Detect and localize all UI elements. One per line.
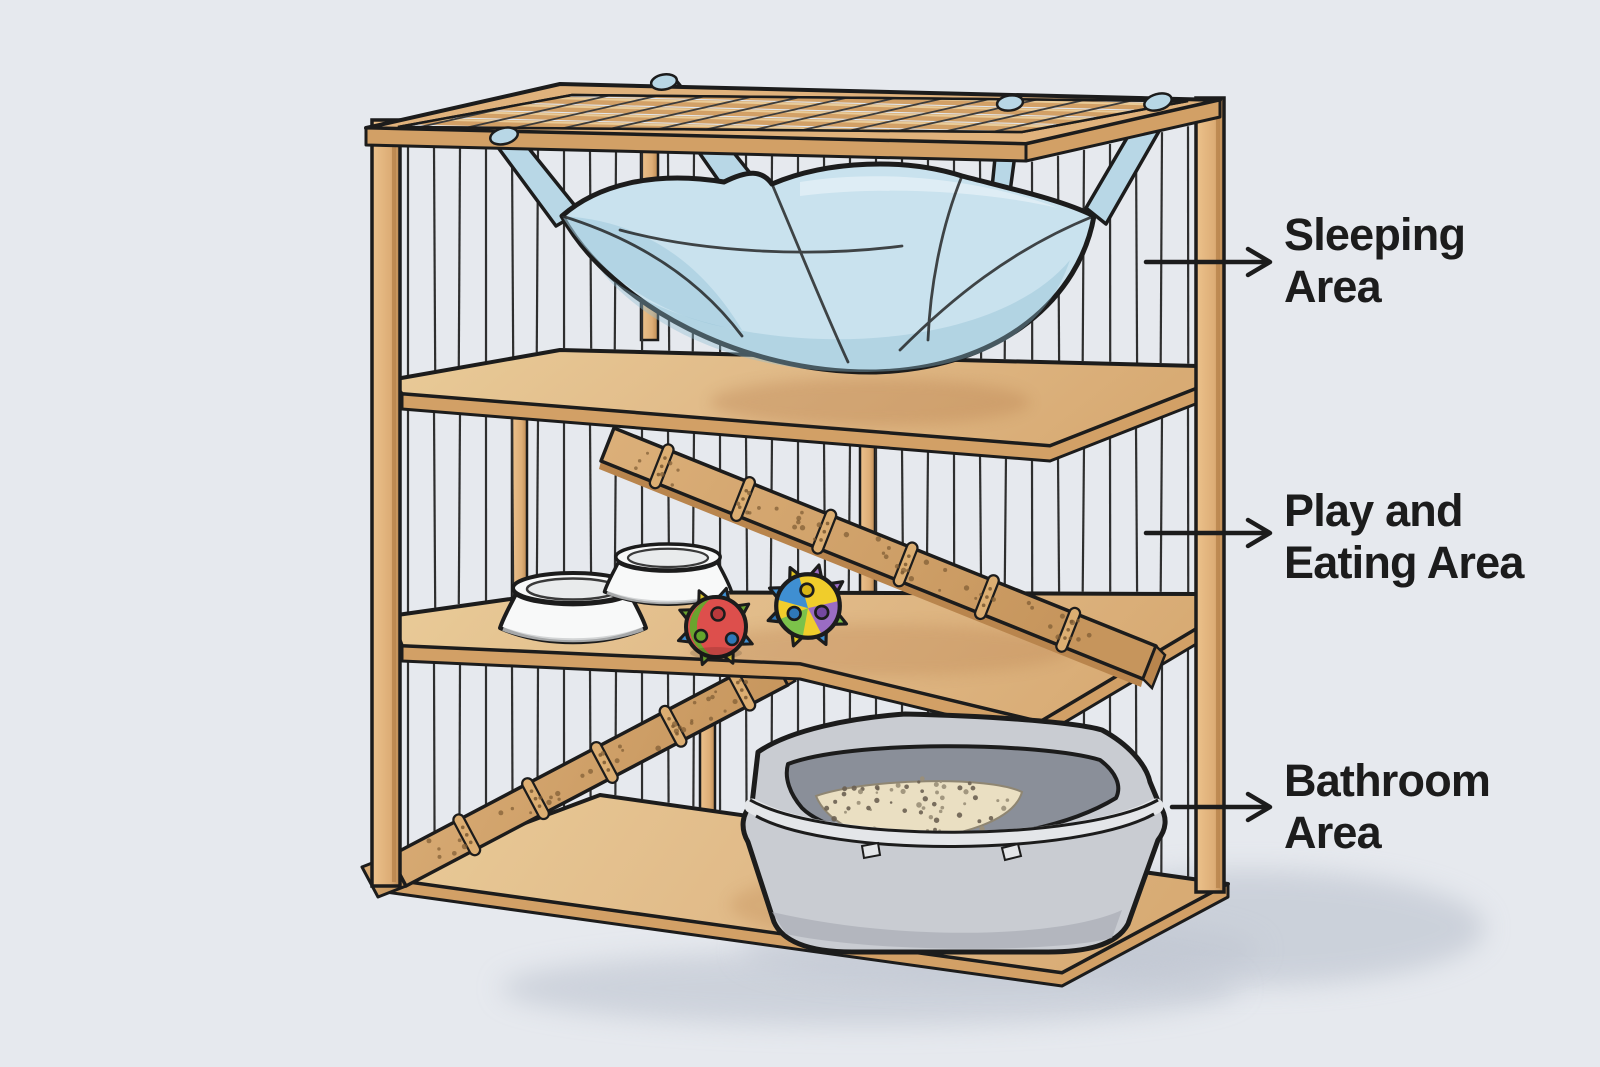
sleeping-area-arrow [1143,246,1273,278]
cage-roof [364,82,1222,163]
play-eating-area-label-line2: Eating Area [1284,537,1525,588]
hammock-fabric [559,161,1097,375]
cage-front-posts [370,96,1226,894]
play-eating-area-arrow [1143,517,1273,549]
annotation-play-eating-area: Play and Eating Area [1143,485,1526,588]
toy-ball-red [676,586,754,667]
bathroom-area-label-line1: Bathroom [1284,755,1490,806]
bathroom-area-arrow [1169,791,1273,823]
sleeping-area-label-line1: Sleeping [1284,209,1465,260]
bathroom-area-label-line2: Area [1284,807,1383,858]
play-eating-area-label-line1: Play and [1284,485,1463,536]
toy-ball-rainbow [766,563,849,648]
ramp-upper [599,426,1167,691]
sleeping-area-label-line2: Area [1284,261,1383,312]
hammock-strap-hooks [489,73,1173,146]
water-bowl [602,542,734,606]
annotation-sleeping-area: Sleeping Area [1143,209,1466,312]
litter-box [740,711,1168,955]
annotation-bathroom-area: Bathroom Area [1169,755,1491,858]
